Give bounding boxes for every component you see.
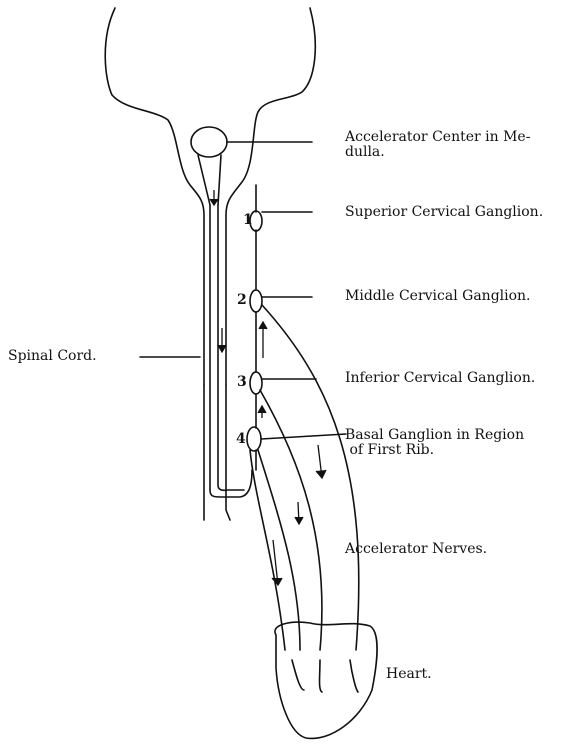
label-heart: Heart.: [386, 667, 432, 682]
nerve-3: [258, 450, 300, 650]
accelerator-center-oval: [191, 127, 227, 157]
label-accelerator-center: Accelerator Center in Me- dulla.: [345, 130, 530, 159]
label-middle-cervical-ganglion: Middle Cervical Ganglion.: [345, 289, 531, 304]
label-accelerator-nerves: Accelerator Nerves.: [345, 542, 487, 557]
ganglion-number-1: 1: [243, 212, 253, 228]
ganglion-number-4: 4: [236, 431, 246, 447]
ganglion-number-2: 2: [237, 292, 247, 308]
heart-outline: [275, 622, 377, 738]
leader-basal: [261, 434, 346, 439]
medulla-outline-right: [226, 8, 315, 385]
middle-ganglion: [250, 290, 262, 312]
nerve-2: [260, 390, 322, 650]
basal-ganglion: [247, 427, 261, 451]
ganglion-number-3: 3: [237, 374, 247, 390]
spinal-tract: [210, 205, 252, 497]
nerve-1: [262, 305, 359, 650]
label-superior-cervical-ganglion: Superior Cervical Ganglion.: [345, 205, 543, 220]
medulla-outline: [105, 8, 204, 385]
label-basal-ganglion: Basal Ganglion in Region of First Rib.: [345, 428, 524, 457]
label-inferior-cervical-ganglion: Inferior Cervical Ganglion.: [345, 371, 535, 386]
spinal-cord-right-edge: [226, 385, 230, 520]
label-spinal-cord: Spinal Cord.: [8, 349, 97, 364]
heart-inner-right: [350, 660, 358, 692]
heart-inner-left: [292, 660, 304, 690]
heart-inner-mid: [320, 660, 323, 692]
